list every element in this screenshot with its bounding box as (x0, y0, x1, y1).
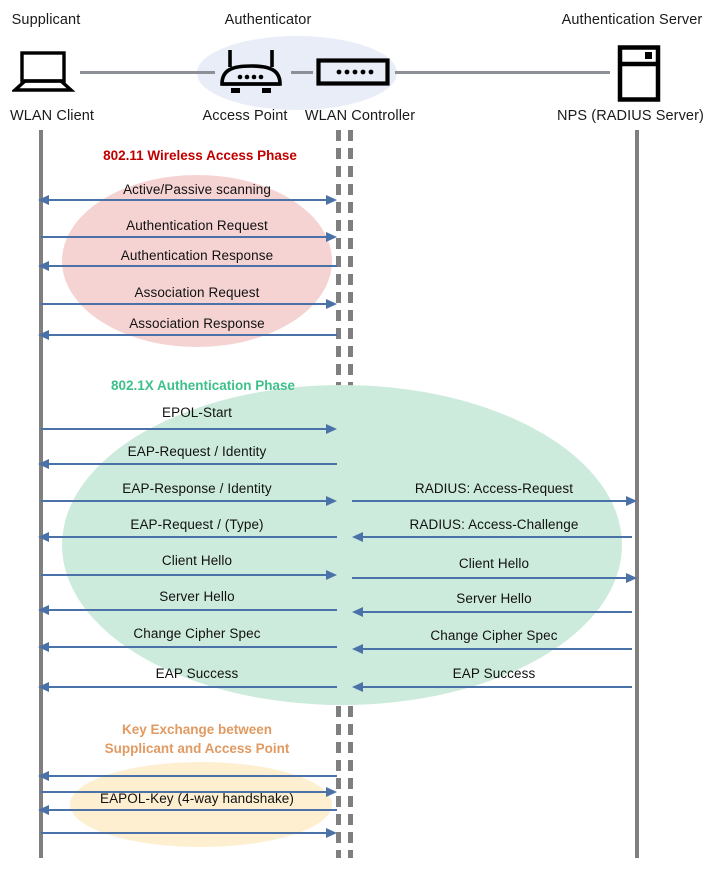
arrowhead-left-icon (352, 644, 363, 654)
message-label: EAP-Request / Identity (127, 444, 267, 459)
arrowhead-left-icon (38, 459, 49, 469)
arrowhead-left-icon (38, 330, 49, 340)
message-line (41, 303, 334, 305)
arrowhead-left-icon (352, 532, 363, 542)
message-label: EAP Success (155, 666, 239, 681)
actor-device-wlan-client: WLAN Client (9, 108, 95, 124)
phase-802-11-label: 802.11 Wireless Access Phase (103, 148, 297, 163)
message-label: Change Cipher Spec (430, 628, 558, 643)
arrowhead-right-icon (326, 299, 337, 309)
arrowhead-right-icon (326, 570, 337, 580)
phase-key-exchange-label-line1: Key Exchange between (121, 722, 273, 737)
message-label: Association Request (134, 285, 260, 300)
message-line (41, 236, 334, 238)
arrowhead-left-icon (38, 532, 49, 542)
message-line (358, 536, 632, 538)
actor-role-authenticator: Authenticator (224, 12, 312, 28)
message-line (44, 686, 337, 688)
message-line (358, 611, 632, 613)
message-line (41, 500, 334, 502)
message-label: Client Hello (161, 553, 233, 568)
message-label: EAP-Request / (Type) (130, 517, 264, 532)
message-line (41, 574, 334, 576)
access-point-icon (216, 48, 286, 99)
message-line (41, 428, 334, 430)
message-label: EAP-Response / Identity (122, 481, 272, 496)
message-line (44, 775, 337, 777)
link-ap-to-controller (291, 71, 313, 74)
arrowhead-left-icon (352, 607, 363, 617)
message-label: EAP Success (452, 666, 536, 681)
arrowhead-left-icon (38, 682, 49, 692)
server-icon (617, 45, 661, 107)
lifeline-supplicant (39, 130, 43, 858)
phase-key-exchange-label-line2: Supplicant and Access Point (104, 741, 290, 756)
message-label: RADIUS: Access-Challenge (409, 517, 579, 532)
message-label: Change Cipher Spec (133, 626, 261, 641)
message-line (44, 646, 337, 648)
message-line (352, 577, 629, 579)
actor-device-access-point: Access Point (202, 108, 288, 124)
message-line (44, 199, 334, 201)
phase-802-11-ellipse (62, 175, 332, 347)
arrowhead-right-icon (326, 424, 337, 434)
message-line (44, 265, 337, 267)
message-label: Authentication Response (120, 248, 274, 263)
arrowhead-left-icon (38, 771, 49, 781)
message-line (44, 609, 337, 611)
arrowhead-right-icon (626, 573, 637, 583)
message-label: RADIUS: Access-Request (414, 481, 574, 496)
actor-role-authentication-server: Authentication Server (561, 12, 703, 28)
arrowhead-left-icon (38, 261, 49, 271)
message-line (44, 536, 337, 538)
message-label: Server Hello (456, 591, 532, 606)
arrowhead-right-icon (326, 787, 337, 797)
arrowhead-right-icon (326, 496, 337, 506)
phase-802-1x-label: 802.1X Authentication Phase (110, 378, 296, 393)
link-client-to-ap (80, 71, 215, 74)
message-label: EPOL-Start (161, 405, 233, 420)
laptop-icon (10, 50, 78, 99)
message-label: Authentication Request (126, 218, 268, 233)
arrowhead-left-icon (38, 605, 49, 615)
arrowhead-right-icon (626, 496, 637, 506)
arrowhead-left-icon (38, 195, 49, 205)
link-controller-to-server (395, 71, 610, 74)
arrowhead-right-icon (326, 195, 337, 205)
lifeline-authentication-server (635, 130, 639, 858)
message-label: Active/Passive scanning (123, 182, 271, 197)
phase-802-1x-ellipse (62, 385, 622, 705)
phase-key-exchange-label: Key Exchange between Supplicant and Acce… (62, 720, 332, 758)
arrowhead-right-icon (326, 232, 337, 242)
wlan-controller-icon (316, 58, 390, 91)
message-line (44, 809, 337, 811)
message-line (358, 686, 632, 688)
arrowhead-left-icon (38, 642, 49, 652)
message-line (41, 832, 334, 834)
actor-device-wlan-controller: WLAN Controller (304, 108, 416, 124)
message-line (44, 463, 337, 465)
message-label: Association Response (129, 316, 265, 331)
message-line (358, 648, 632, 650)
arrowhead-left-icon (38, 805, 49, 815)
arrowhead-right-icon (326, 828, 337, 838)
actor-role-supplicant: Supplicant (11, 12, 81, 28)
arrowhead-left-icon (352, 682, 363, 692)
message-label: EAPOL-Key (4-way handshake) (99, 791, 295, 806)
message-label: Client Hello (458, 556, 530, 571)
message-line (44, 334, 337, 336)
message-label: Server Hello (159, 589, 235, 604)
message-line (352, 500, 629, 502)
message-line (41, 791, 334, 793)
actor-device-nps-radius-server: NPS (RADIUS Server) (557, 108, 704, 124)
